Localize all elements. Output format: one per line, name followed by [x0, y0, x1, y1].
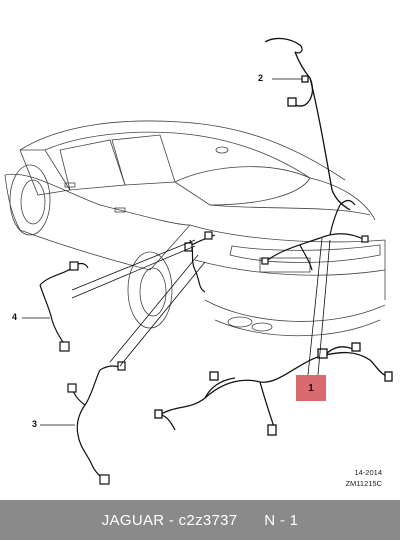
leader-lines-1: [307, 237, 331, 376]
wiring-diagram: [4, 37, 393, 485]
callout-3: 3: [32, 419, 38, 429]
part-footer-bar: JAGUAR - c2z3737 N - 1: [0, 500, 400, 540]
part-footer-text: JAGUAR - c2z3737 N - 1: [101, 511, 299, 529]
callout-2: 2: [258, 73, 264, 83]
harness-1: [154, 342, 393, 436]
car-illustration: [4, 120, 386, 337]
harness-4: [39, 261, 89, 352]
callout-4: 4: [12, 312, 18, 322]
callout-1: 1: [308, 382, 314, 394]
drawing-reference: ZM11215C: [345, 479, 382, 488]
diagram-date: 14-2014: [354, 468, 382, 477]
leader-lines-4: [22, 239, 196, 319]
harness-in-car-left: [184, 231, 216, 293]
callout-1-highlight: 1: [296, 375, 326, 401]
harness-3: [67, 361, 126, 485]
harness-2: [264, 37, 351, 211]
leader-lines-3: [40, 254, 206, 426]
